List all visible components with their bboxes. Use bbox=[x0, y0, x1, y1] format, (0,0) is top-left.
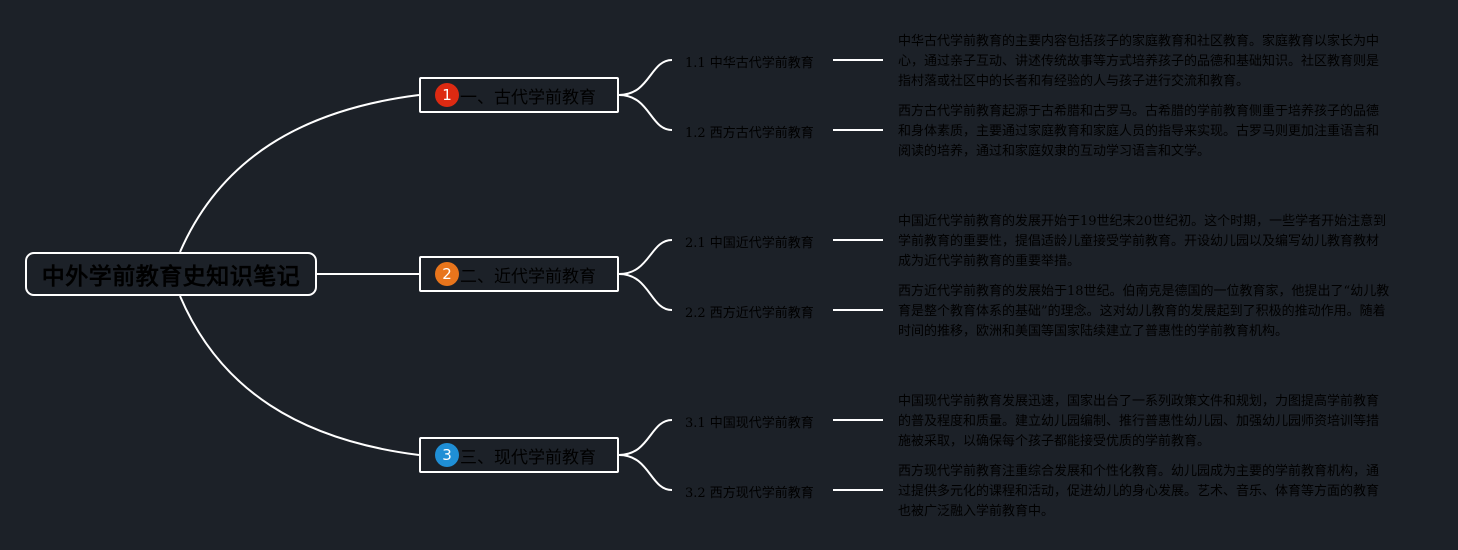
connector-branch-3-sub-2 bbox=[618, 454, 673, 491]
number-badge-2: 2 bbox=[435, 262, 459, 286]
branch-topic-1-label: 一、古代学前教育 bbox=[460, 87, 596, 108]
branch-topic-3[interactable]: 3 三、现代学前教育 bbox=[419, 437, 619, 473]
subtopic-3-2[interactable]: 3.2 西方现代学前教育 bbox=[685, 486, 814, 501]
subtopic-2-1[interactable]: 2.1 中国近代学前教育 bbox=[685, 236, 814, 251]
connector-branch-1-sub-1 bbox=[618, 59, 673, 96]
connector-branch-2-sub-2 bbox=[618, 273, 673, 311]
subtopic-1-2[interactable]: 1.2 西方古代学前教育 bbox=[685, 126, 814, 141]
number-badge-3: 3 bbox=[435, 443, 459, 467]
subtopic-3-1-description: 中国现代学前教育发展迅速，国家出台了一系列政策文件和规划，力图提高学前教育的普及… bbox=[898, 394, 1380, 449]
number-badge-1: 1 bbox=[435, 83, 459, 107]
connector-branch-2-sub-1 bbox=[618, 239, 673, 275]
connector-branch-1-sub-2 bbox=[618, 94, 673, 131]
connector-root-branch-3 bbox=[179, 295, 420, 456]
subtopic-2-2[interactable]: 2.2 西方近代学前教育 bbox=[685, 306, 814, 321]
subtopic-2-1-description: 中国近代学前教育的发展开始于19世纪末20世纪初。这个时期，一些学者开始注意到学… bbox=[898, 214, 1387, 269]
subtopic-1-1[interactable]: 1.1 中华古代学前教育 bbox=[685, 56, 814, 71]
connector-root-branch-1 bbox=[179, 94, 420, 253]
subtopic-3-1[interactable]: 3.1 中国现代学前教育 bbox=[685, 416, 814, 431]
subtopic-1-1-description: 中华古代学前教育的主要内容包括孩子的家庭教育和社区教育。家庭教育以家长为中心，通… bbox=[898, 34, 1380, 89]
branch-topic-2[interactable]: 2 二、近代学前教育 bbox=[419, 256, 619, 292]
branch-topic-1[interactable]: 1 一、古代学前教育 bbox=[419, 77, 619, 113]
subtopic-3-2-description: 西方现代学前教育注重综合发展和个性化教育。幼儿园成为主要的学前教育机构，通过提供… bbox=[898, 464, 1380, 519]
connector-branch-3-sub-1 bbox=[618, 419, 673, 456]
branch-topic-2-label: 二、近代学前教育 bbox=[460, 266, 596, 287]
subtopic-1-2-description: 西方古代学前教育起源于古希腊和古罗马。古希腊的学前教育侧重于培养孩子的品德和身体… bbox=[898, 104, 1380, 159]
branch-topic-3-label: 三、现代学前教育 bbox=[460, 447, 596, 468]
root-topic-label: 中外学前教育史知识笔记 bbox=[41, 264, 301, 290]
root-topic[interactable]: 中外学前教育史知识笔记 bbox=[25, 252, 317, 296]
subtopic-2-2-description: 西方近代学前教育的发展始于18世纪。伯南克是德国的一位教育家，他提出了“幼儿教育… bbox=[898, 284, 1390, 339]
